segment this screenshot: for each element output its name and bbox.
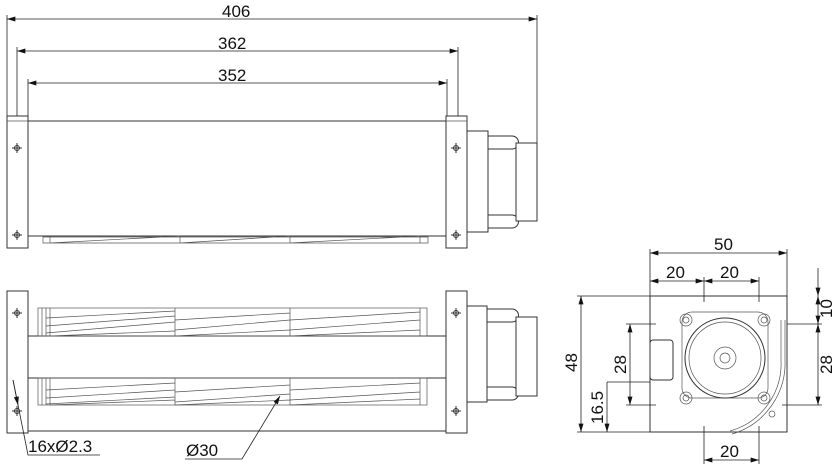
dim-label: 20: [666, 263, 685, 282]
callout-label: 16xØ2.3: [28, 437, 92, 456]
dimension-16-5: 16.5: [588, 381, 650, 432]
dim-label: 362: [218, 34, 246, 53]
dim-label: 406: [222, 2, 250, 21]
dimension-right-28: 28: [782, 324, 832, 406]
cable-slot: [649, 339, 674, 381]
dimension-48: 48: [562, 295, 650, 433]
front-view: 16xØ2.3 Ø30: [6, 290, 538, 460]
dim-label: 48: [562, 353, 581, 372]
dimension-left-28: 28: [611, 323, 656, 406]
right-flange: [445, 115, 468, 249]
rotor-edge: [42, 235, 429, 244]
fan-outer: [684, 317, 766, 399]
dimension-bottom-20: 20: [703, 426, 760, 464]
dimension-406: 406: [6, 2, 538, 143]
screw-holes: [679, 313, 771, 405]
dim-label: 16.5: [588, 391, 607, 424]
motor: [466, 305, 538, 403]
hole-callout: 16xØ2.3: [12, 379, 100, 456]
dim-label: 20: [720, 263, 739, 282]
dimension-10: 10: [787, 268, 832, 325]
shaft-band: [27, 335, 447, 379]
dim-label: 50: [714, 235, 733, 254]
rotor-upper: [37, 307, 428, 337]
dimension-352: 352: [27, 66, 448, 116]
side-view: 50 20 20 48 28 16.5 10: [562, 235, 832, 464]
dimension-50: 50: [649, 235, 788, 296]
dim-label: 20: [720, 442, 739, 461]
callout-label: Ø30: [186, 441, 218, 460]
dim-label: 28: [817, 355, 832, 374]
rotor-lower: [37, 377, 428, 406]
left-flange: [6, 115, 29, 249]
dim-label: 28: [611, 355, 630, 374]
dimension-20-20: 20 20: [649, 263, 760, 302]
dimension-362: 362: [16, 34, 459, 148]
hub: [713, 346, 737, 370]
scroll-outlet: [729, 320, 786, 435]
dim-label: 10: [817, 299, 832, 318]
motor: [466, 130, 538, 233]
top-view: 406 362 352: [6, 2, 538, 249]
dim-label: 352: [218, 66, 246, 85]
diameter-callout: Ø30: [185, 395, 281, 460]
